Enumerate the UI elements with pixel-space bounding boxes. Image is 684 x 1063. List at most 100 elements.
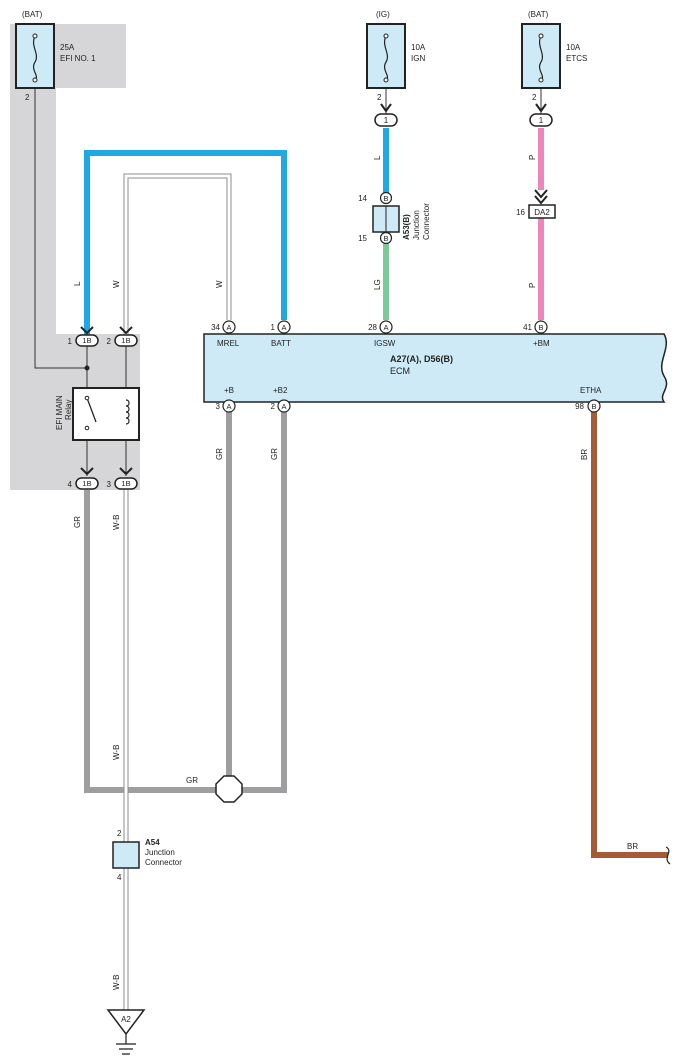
- label-etcs-p-1: P: [528, 155, 537, 160]
- svg-text:41: 41: [523, 323, 532, 332]
- fuse-ign-source: (IG): [376, 10, 390, 19]
- fuse-efi-rating: 25A: [60, 43, 75, 52]
- junction-a53: B B: [372, 191, 400, 245]
- a53-name-2: Connector: [422, 203, 431, 240]
- svg-text:+B: +B: [224, 386, 234, 395]
- svg-text:A: A: [226, 323, 231, 332]
- label-ign-lg: LG: [373, 279, 382, 290]
- a53-pin-bottom-code: B: [383, 234, 388, 243]
- a53-pin-bottom: 15: [358, 234, 367, 243]
- svg-text:34: 34: [211, 323, 220, 332]
- svg-text:B: B: [591, 402, 596, 411]
- a53-name-1: Junction: [412, 210, 421, 240]
- wire-gr-loop: [84, 412, 287, 793]
- ground-icon: [116, 1034, 136, 1055]
- relay-pin-1: 1B 1: [68, 326, 99, 347]
- a53-pin-top-code: B: [383, 194, 388, 203]
- ign-connector-oval: [374, 113, 398, 127]
- ecm-name: ECM: [390, 366, 410, 376]
- fuse-etcs: [521, 23, 561, 89]
- relay-junction-dot: [84, 365, 90, 371]
- svg-text:+BM: +BM: [533, 339, 550, 348]
- relay-pin-3: 1B 3: [107, 467, 138, 490]
- relay-coil-icon: [125, 399, 130, 425]
- label-gr-b2: GR: [270, 448, 279, 460]
- label-relay-w: W: [112, 280, 121, 288]
- ign-connector-code: 1: [384, 116, 389, 125]
- fuse-ign-rating: 10A: [411, 43, 426, 52]
- relay-block-background: [10, 24, 140, 490]
- ecm-pin-bm: B 41 +BM: [523, 320, 550, 348]
- relay-pin-2: 1B 2: [107, 326, 138, 347]
- svg-text:1B: 1B: [82, 479, 91, 488]
- ecm-pin-b: A 3 +B: [216, 386, 236, 413]
- svg-text:A: A: [281, 323, 286, 332]
- relay-name-2: Relay: [64, 400, 73, 420]
- svg-text:4: 4: [68, 480, 73, 489]
- etcs-connector-code: 1: [539, 116, 544, 125]
- svg-text:1: 1: [271, 323, 276, 332]
- ecm-box: [203, 333, 668, 403]
- da2-pin: 16: [516, 208, 525, 217]
- svg-text:2: 2: [107, 337, 112, 346]
- a54-pin-top: 2: [117, 829, 122, 838]
- svg-text:1B: 1B: [82, 336, 91, 345]
- svg-text:ETHA: ETHA: [580, 386, 602, 395]
- fuse-efi-name: EFI NO. 1: [60, 54, 96, 63]
- etcs-connector-oval: [529, 113, 553, 127]
- ecm-id: A27(A), D56(B): [390, 354, 453, 364]
- ground-connector: [106, 1009, 146, 1036]
- a54-name-2: Connector: [145, 858, 182, 867]
- label-wb-low: W-B: [112, 975, 121, 990]
- relay-switch-contact-2: [84, 425, 90, 431]
- svg-text:A: A: [281, 402, 286, 411]
- a53-id: A53(B): [402, 214, 411, 240]
- label-br-horiz: BR: [627, 842, 638, 851]
- label-br-vert: BR: [580, 449, 589, 460]
- wire-w-relay-mrel: [123, 173, 232, 335]
- svg-text:1: 1: [68, 337, 73, 346]
- ground-code: A2: [121, 1015, 131, 1024]
- label-wb-left: W-B: [112, 515, 121, 530]
- a53-pin-top: 14: [358, 194, 367, 203]
- svg-text:98: 98: [575, 402, 584, 411]
- etcs-arrow-icon: [535, 103, 547, 113]
- svg-text:+B2: +B2: [273, 386, 288, 395]
- label-gr-left: GR: [73, 516, 82, 528]
- ecm-pin-mrel: A 34 MREL: [211, 320, 240, 348]
- a54-name-1: Junction: [145, 848, 175, 857]
- svg-text:3: 3: [216, 402, 221, 411]
- svg-text:B: B: [538, 323, 543, 332]
- relay-switch: [86, 397, 97, 423]
- da2-double-arrow-icon: [534, 189, 548, 205]
- fuse-etcs-rating: 10A: [566, 43, 581, 52]
- label-gr-b: GR: [215, 448, 224, 460]
- relay-pin-4: 1B 4: [68, 467, 99, 490]
- ecm-pin-batt: A 1 BATT: [271, 320, 291, 348]
- wire-br-etha: [591, 412, 668, 858]
- svg-text:A: A: [226, 402, 231, 411]
- da2-code: DA2: [534, 208, 550, 217]
- svg-text:BATT: BATT: [271, 339, 291, 348]
- wire-efi-fuse-relay: [34, 88, 87, 369]
- wire-l-relay-batt: [84, 150, 287, 335]
- relay-switch-contact-1: [84, 395, 90, 401]
- svg-text:MREL: MREL: [217, 339, 240, 348]
- fuse-etcs-source: (BAT): [528, 10, 549, 19]
- svg-text:2: 2: [271, 402, 276, 411]
- gr-junction-octagon: [215, 775, 243, 803]
- junction-a54: [112, 841, 140, 869]
- wire-w-relay-mrel-core: [124, 174, 231, 335]
- a54-id: A54: [145, 838, 160, 847]
- label-ign-l: L: [373, 155, 382, 160]
- ecm-pin-igsw: A 28 IGSW: [368, 320, 396, 348]
- fuse-ign: [366, 23, 406, 89]
- svg-text:1B: 1B: [121, 336, 130, 345]
- relay-box: [72, 387, 140, 441]
- svg-text:IGSW: IGSW: [374, 339, 396, 348]
- svg-text:28: 28: [368, 323, 377, 332]
- fuse-etcs-name: ETCS: [566, 54, 587, 63]
- relay-name-1: EFI MAIN: [55, 395, 64, 430]
- fuse-efi-pin: 2: [25, 93, 30, 102]
